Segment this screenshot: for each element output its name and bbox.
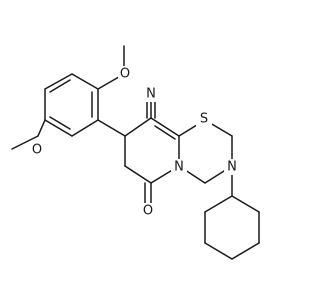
- aryl-bond: [71, 73, 99, 90]
- atom-label-layer: N O O S N N O: [30, 66, 240, 219]
- structure-diagram: N O O S N N O: [11, 45, 260, 260]
- cyclohexane-bond: [231, 242, 260, 260]
- cyclohexane-bond: [231, 195, 260, 213]
- methoxy-bond: [11, 135, 39, 150]
- aryl-bond: [44, 119, 73, 137]
- aryl-bond: [71, 119, 99, 137]
- atom-label-methoxy-oxygen: O: [120, 67, 130, 82]
- bond-layer: [11, 45, 260, 260]
- atom-label-ring-nitrogen: N: [174, 160, 184, 175]
- double-bond-inner: [154, 125, 176, 140]
- atom-label-carbonyl-oxygen: O: [143, 204, 153, 219]
- ring-bond: [150, 117, 180, 137]
- aryl-link-bond: [97, 119, 126, 137]
- aryl-bond: [44, 73, 73, 90]
- atom-label-sulfur: S: [200, 112, 208, 127]
- ring-bond: [124, 165, 152, 184]
- atom-label-ring-nitrogen: N: [227, 160, 237, 175]
- cyclohexane-bond: [204, 195, 233, 213]
- cyclohexane-bond: [204, 242, 233, 260]
- atom-label-nitrile-n: N: [146, 87, 156, 102]
- atom-label-methoxy-oxygen: O: [32, 143, 42, 158]
- methoxy-bond: [37, 119, 46, 137]
- aromatic-inner-bond: [49, 116, 71, 130]
- ring-bond: [124, 117, 152, 137]
- aromatic-inner-bond: [49, 79, 71, 93]
- molecule-canvas: N O O S N N O: [11, 45, 260, 260]
